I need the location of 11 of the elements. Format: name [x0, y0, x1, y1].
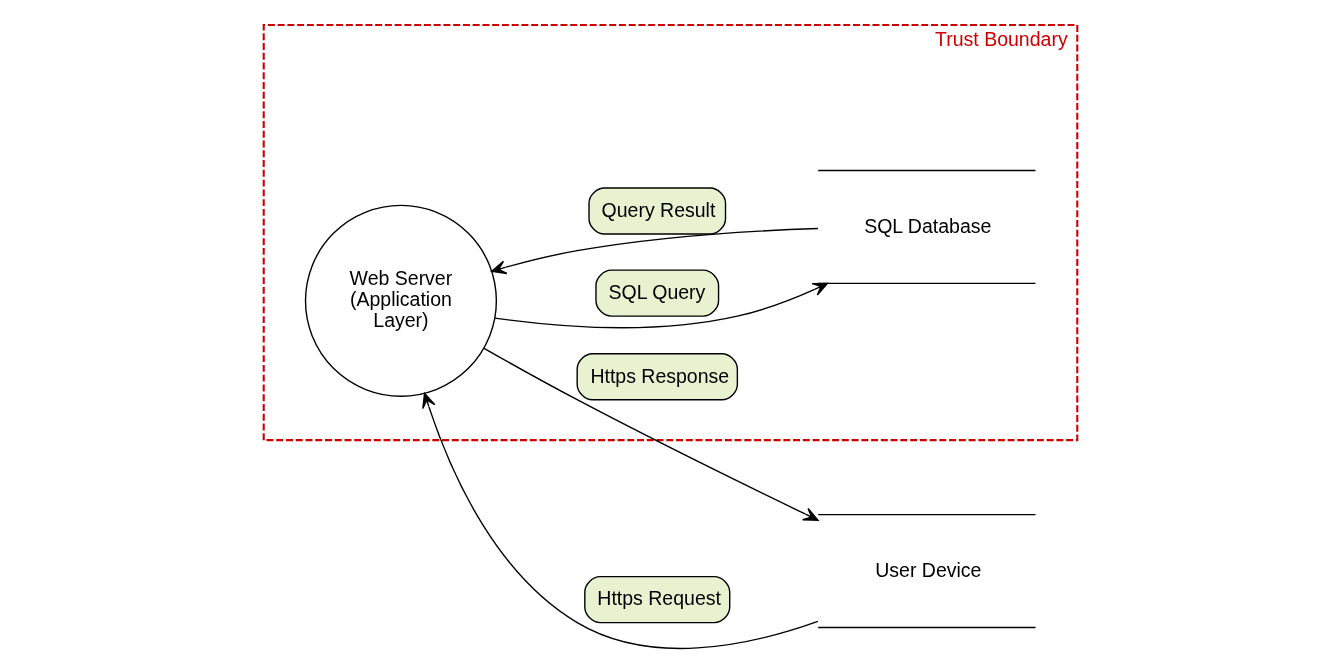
node-text: SQL Database	[863, 214, 991, 237]
arrow	[490, 227, 819, 275]
arrow	[421, 392, 819, 650]
arrow	[482, 347, 819, 521]
edge-label: Https Request	[596, 587, 721, 610]
node-circle: Web Server (Application Layer)	[304, 204, 497, 397]
arrow	[493, 282, 828, 329]
edge-label: Https Response	[589, 364, 729, 387]
edge-label: Query Result	[601, 198, 715, 221]
edge-label: SQL Query	[608, 281, 705, 304]
node-text: User Device	[874, 558, 981, 581]
